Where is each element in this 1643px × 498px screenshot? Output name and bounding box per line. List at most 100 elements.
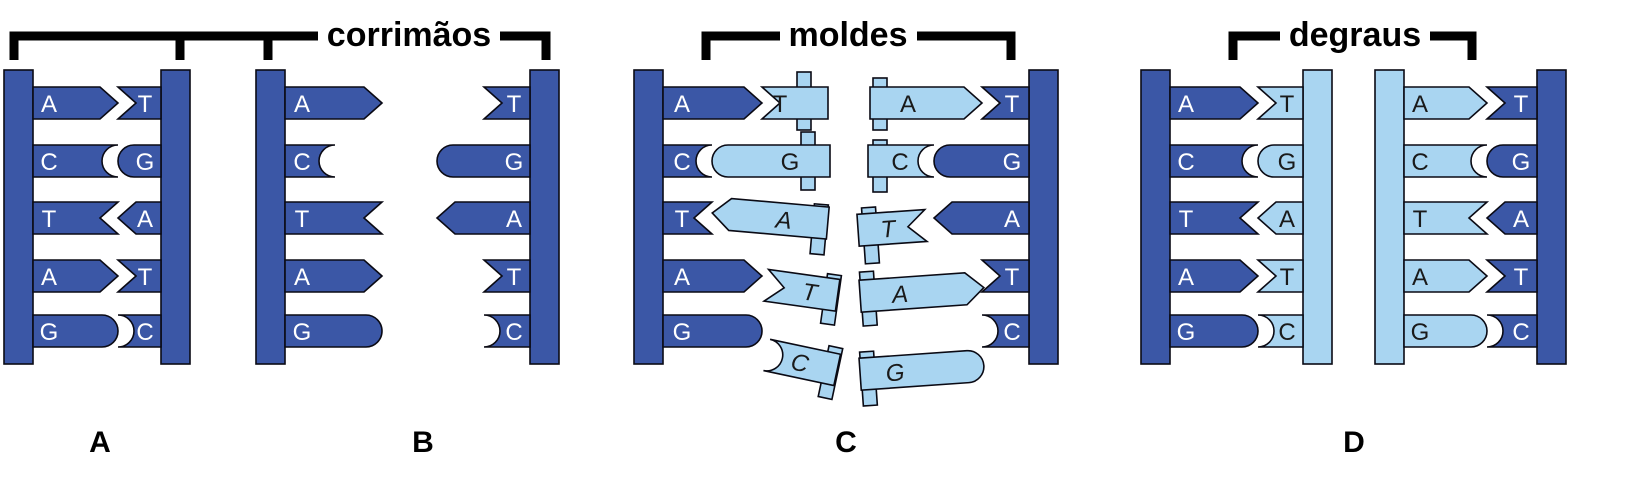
panel-c-new-right-3-letter: T (880, 215, 899, 243)
panel-c-right-rail (1028, 69, 1059, 365)
panel-a-row-4-left-base: A (32, 259, 120, 293)
panel-a-row-2-right-base: G (117, 144, 162, 178)
panel-d-left-row-5-left-base-letter: G (1177, 319, 1196, 346)
panel-d-left-row-3-left-base-letter: T (1179, 206, 1194, 233)
panel-d-right-row-3-right-base-shape (1485, 201, 1538, 235)
panel-c-left-base-2-letter: C (673, 149, 690, 176)
panel-b-left-base-2-shape (284, 144, 336, 178)
panel-c-right-base-3: A (932, 201, 1030, 235)
panel-b-right-base-3-shape (435, 201, 531, 235)
panel-c-new-right-3-shape (856, 208, 930, 248)
panel-a-row-2-right-base-shape (117, 144, 162, 178)
panel-c-new-right-1-shape (869, 86, 984, 120)
panel-a-row-5-right-base-letter: C (136, 319, 153, 346)
panel-b-left-base-3-letter: T (295, 206, 310, 233)
panel-d-left-row-3-right-base-shape (1256, 201, 1304, 235)
panel-c-new-right-3: T (856, 206, 930, 265)
panel-d-left-row-4-left-base-shape (1169, 259, 1260, 293)
panel-b-left-base-2-letter: C (293, 149, 310, 176)
panel-d-left-row-1-left-base-shape (1169, 86, 1260, 120)
panel-c-left-base-1-letter: A (674, 91, 690, 118)
panel-b-right-base-1: T (481, 86, 531, 120)
panel-d-right-row-2-right-base-shape (1486, 144, 1538, 178)
panel-b-right-base-3-letter: A (506, 206, 522, 233)
panel-b-right-base-4: T (481, 259, 531, 293)
panel-d-right-row-5-left-base-letter: G (1411, 319, 1430, 346)
panel-a-row-4-right-base-shape (115, 259, 162, 293)
panel-d-left-row-5-right-base: C (1257, 314, 1304, 348)
panel-c-right-base-1: T (979, 86, 1030, 120)
panel-d-right-row-4-left-base-shape (1403, 259, 1489, 293)
panel-c-new-right-5: G (858, 349, 985, 407)
panel-d-right-row-1-right-base: T (1484, 86, 1538, 120)
panel-c-new-left-1-letter: T (773, 91, 788, 118)
panel-c-new-right-5-letter: G (885, 359, 906, 387)
panel-a-row-3-right-base-letter: A (137, 206, 153, 233)
panel-d-right-row-1-left-base: A (1403, 86, 1489, 120)
panel-a-row-5-right-base: C (117, 314, 162, 348)
label-handrails: corrimãos (327, 16, 491, 54)
panel-d-right-row-4-left-base-letter: A (1412, 264, 1428, 291)
panel-a-row-4-right-base: T (115, 259, 162, 293)
panel-d-right-row-4-right-base-shape (1484, 259, 1538, 293)
panel-c-new-left-5: C (763, 338, 844, 401)
panel-a-row-4-left-base-shape (32, 259, 120, 293)
panel-c-left-base-4: A (662, 259, 764, 293)
panel-d-left-row-4-right-base-shape (1255, 259, 1304, 293)
panel-d-right-row-3-right-base-letter: A (1513, 206, 1529, 233)
panel-d-left-row-5-left-base: G (1169, 314, 1259, 348)
panel-c-left-base-5: G (662, 314, 763, 348)
panel-b-right-base-5-shape (483, 314, 531, 348)
panel-c-new-right-2: C (867, 139, 935, 193)
panel-label-a: A (89, 426, 111, 459)
panel-a-row-1-left-base-shape (32, 86, 120, 120)
panel-a-row-4-left-base-letter: A (41, 264, 57, 291)
panel-a-right-rail (160, 69, 191, 365)
panel-a-row-2-left-base: C (32, 144, 119, 178)
panel-d-right-row-4-left-base: A (1403, 259, 1489, 293)
panel-d-right-row-3-left-base-shape (1403, 201, 1490, 235)
panel-a-row-3-left-base: T (32, 201, 121, 235)
panel-c-right-base-1-letter: T (1005, 91, 1020, 118)
panel-c-new-right-1-letter: A (900, 91, 916, 118)
panel-a-row-5-right-base-shape (117, 314, 162, 348)
panel-b-right-base-2: G (436, 144, 531, 178)
panel-b-left-base-1-letter: A (294, 91, 310, 118)
panel-d-right-row-5-left-base-shape (1403, 314, 1488, 348)
panel-c-left-base-1: A (662, 86, 764, 120)
panel-d-left-row-1-left-base: A (1169, 86, 1260, 120)
panel-a-row-3-right-base: A (116, 201, 162, 235)
panel-c-right-base-5-shape (981, 314, 1030, 348)
panel-b-right-base-2-letter: G (505, 149, 524, 176)
panel-d-left-row-3-left-base: T (1169, 201, 1261, 235)
panel-a-row-2-right-base-letter: G (136, 149, 155, 176)
panel-c-new-left-1: T (759, 71, 829, 131)
panel-d-right-row-1-left-base-shape (1403, 86, 1489, 120)
panel-c-right-base-5-letter: C (1003, 319, 1020, 346)
panel-d-left-row-2-right-base-letter: G (1278, 149, 1297, 176)
panel-d-left-rail-new (1302, 69, 1333, 365)
panel-d-left-row-4-left-base-letter: A (1178, 264, 1194, 291)
panel-a-row-1-right-base: T (115, 86, 162, 120)
panel-d-left-row-1-right-base-letter: T (1280, 91, 1295, 118)
panel-d-right-row-1-right-base-letter: T (1514, 91, 1529, 118)
panel-a-row-1-right-base-letter: T (138, 91, 153, 118)
panel-c-new-left-1-shape (759, 86, 829, 120)
panel-c-right-base-2: G (933, 144, 1030, 178)
panel-c-right-base-4: T (979, 259, 1030, 293)
panel-a-row-3-left-base-letter: T (42, 206, 57, 233)
panel-a-row-3-right-base-shape (116, 201, 162, 235)
panel-c-new-left-5-letter: C (788, 348, 811, 378)
panel-c-new-right-4-shape (858, 272, 986, 314)
panel-a-row-1-left-base: A (32, 86, 120, 120)
panel-b-left-base-4: A (284, 259, 384, 293)
panel-d-right-row-1-left-base-letter: A (1412, 91, 1428, 118)
panel-c-new-right-4: A (858, 270, 986, 327)
panel-b-left-base-4-letter: A (294, 264, 310, 291)
panel-b-left-base-3: T (284, 201, 385, 235)
panel-d-right-row-4-right-base-letter: T (1514, 264, 1529, 291)
panel-b-left-base-5-shape (284, 314, 383, 348)
